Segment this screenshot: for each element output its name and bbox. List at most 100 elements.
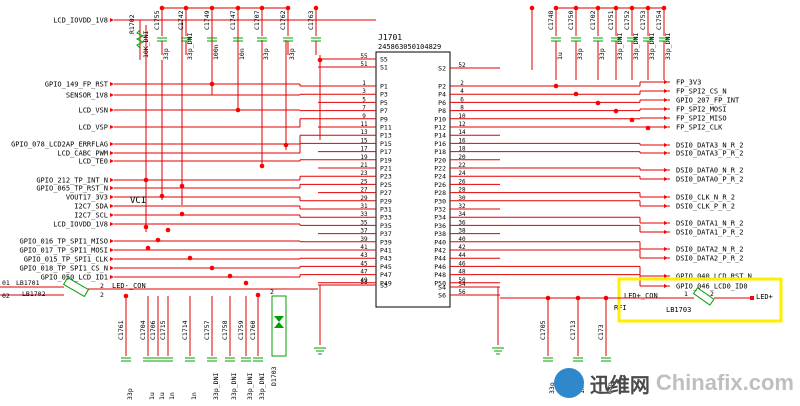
- stub-label: 02: [2, 292, 10, 300]
- junction-dot: [155, 237, 161, 243]
- connector-body: [375, 51, 451, 308]
- net-arrow-icon: [664, 230, 668, 234]
- net-arrow-icon: [664, 195, 668, 199]
- diode-pin: 2: [270, 288, 274, 296]
- cap-value: 33p_DNI: [616, 33, 624, 60]
- net-arrow-icon: [110, 108, 114, 112]
- right-pin-number: 24: [458, 170, 466, 177]
- junction-dot: [179, 183, 185, 189]
- left-pin-name: P45: [380, 263, 392, 271]
- cap-ref: C1760: [249, 320, 257, 340]
- cap-value: 33p: [576, 48, 584, 60]
- net-arrow-icon: [664, 256, 668, 260]
- right-net-label: DSI0_DATA1_P_R_2: [676, 229, 743, 237]
- right-pin-number: 10: [458, 113, 466, 120]
- junction-dot: [313, 5, 319, 11]
- junction-dot: [285, 5, 291, 11]
- right-pin-name: P16: [434, 140, 446, 148]
- cap-value: 33p: [262, 48, 270, 60]
- cap-ref: C1748: [547, 10, 555, 30]
- right-pin-name: P32: [434, 206, 446, 214]
- cap-value: 33p_DNI: [246, 373, 254, 400]
- net-arrow-icon: [664, 80, 668, 84]
- right-pin-number: 38: [458, 228, 466, 235]
- left-pin-name: S5: [380, 56, 388, 64]
- left-pin-name: P25: [380, 181, 392, 189]
- junction-dot: [613, 5, 619, 11]
- right-pin-name: P30: [434, 197, 446, 205]
- left-pin-name: P13: [380, 132, 392, 140]
- net-arrow-icon: [110, 266, 114, 270]
- left-net-label: GPIO_015_TP_SPI1_CLK: [24, 256, 109, 264]
- left-pin-number: 33: [360, 211, 368, 218]
- right-net-label: DSI0_CLK_N_R_2: [676, 194, 735, 202]
- right-pin-number: 44: [458, 252, 466, 259]
- vci-label: VCI: [130, 196, 146, 206]
- right-pin-number: 50: [458, 277, 466, 284]
- cap-value: 1n: [190, 392, 198, 400]
- left-net-label: GPIO_018_TP_SPI1_CS_N: [19, 265, 108, 273]
- junction-dot: [553, 83, 559, 89]
- cap-ref: C1715: [159, 320, 167, 340]
- left-pin-number: 55: [360, 53, 368, 60]
- junction-dot: [143, 177, 149, 183]
- left-pin-name: P33: [380, 214, 392, 222]
- resistor-value: 10K_DNI: [142, 31, 150, 58]
- left-pin-number: 5: [362, 96, 366, 103]
- right-pin-number: 4: [460, 88, 464, 95]
- net-arrow-icon: [664, 107, 668, 111]
- cap-ref: C1714: [181, 320, 189, 340]
- junction-dot: [183, 5, 189, 11]
- cap-value: 33p_DNI: [632, 33, 640, 60]
- right-pin-number: 2: [460, 80, 464, 87]
- left-pin-number: 23: [360, 170, 368, 177]
- net-arrow-icon: [110, 142, 114, 146]
- cap-ref: C1742: [177, 10, 185, 30]
- left-net-label: LCD_VSN: [78, 107, 108, 115]
- left-pin-number: 37: [360, 228, 368, 235]
- right-pin-name: P14: [434, 132, 446, 140]
- right-pin-name: P36: [434, 222, 446, 230]
- left-pin-name: P23: [380, 173, 392, 181]
- left-pin-name: P41: [380, 247, 392, 255]
- left-net-label: GPIO_050_LCD_ID1: [41, 274, 108, 282]
- left-pin-name: P7: [380, 107, 388, 115]
- net-arrow-icon: [110, 248, 114, 252]
- right-pin-name: P10: [434, 115, 446, 123]
- left-net-label: GPIO_065_TP_RST_N: [36, 185, 108, 193]
- left-net-label: LCD_VSP: [78, 124, 108, 132]
- junction-dot: [595, 100, 601, 106]
- net-arrow-icon: [664, 204, 668, 208]
- diode-ref: D1703: [270, 366, 278, 386]
- cap-value: 1u: [148, 392, 156, 400]
- cap-ref: C1757: [203, 320, 211, 340]
- left-pin-number: 51: [360, 61, 368, 68]
- right-net-label: GPIO_040_LCD_RST_N: [676, 273, 752, 281]
- left-pin-name: P21: [380, 165, 392, 173]
- left-pin-number: 25: [360, 178, 368, 185]
- right-pin-name: P6: [438, 99, 446, 107]
- cap-ref: C1753: [639, 10, 647, 30]
- ferrite-pin: 1: [684, 290, 688, 298]
- right-pin-name: S4: [438, 284, 446, 292]
- right-pin-name: P8: [438, 107, 446, 115]
- left-pin-number: 1: [362, 80, 366, 87]
- right-pin-number: 16: [458, 137, 466, 144]
- net-arrow-icon: [664, 177, 668, 181]
- junction-dot: [629, 117, 635, 123]
- right-net-label: GPIO_046_LCD0_ID0: [676, 283, 748, 291]
- left-pin-number: 49: [360, 277, 368, 284]
- right-pin-number: 30: [458, 195, 466, 202]
- net-arrow-icon: [110, 82, 114, 86]
- left-pin-number: 17: [360, 146, 368, 153]
- right-pin-number: 34: [458, 211, 466, 218]
- left-pin-number: 31: [360, 203, 368, 210]
- left-pin-name: P19: [380, 156, 392, 164]
- left-pin-number: 27: [360, 187, 368, 194]
- cap-value: 33p_DNI: [230, 373, 238, 400]
- stub-label: 01: [2, 279, 10, 287]
- led-plus-label: LED+: [756, 293, 773, 301]
- right-net-label: DSI0_DATA1_N_R_2: [676, 220, 743, 228]
- left-pin-number: 45: [360, 260, 368, 267]
- cap-value: 1n: [168, 392, 176, 400]
